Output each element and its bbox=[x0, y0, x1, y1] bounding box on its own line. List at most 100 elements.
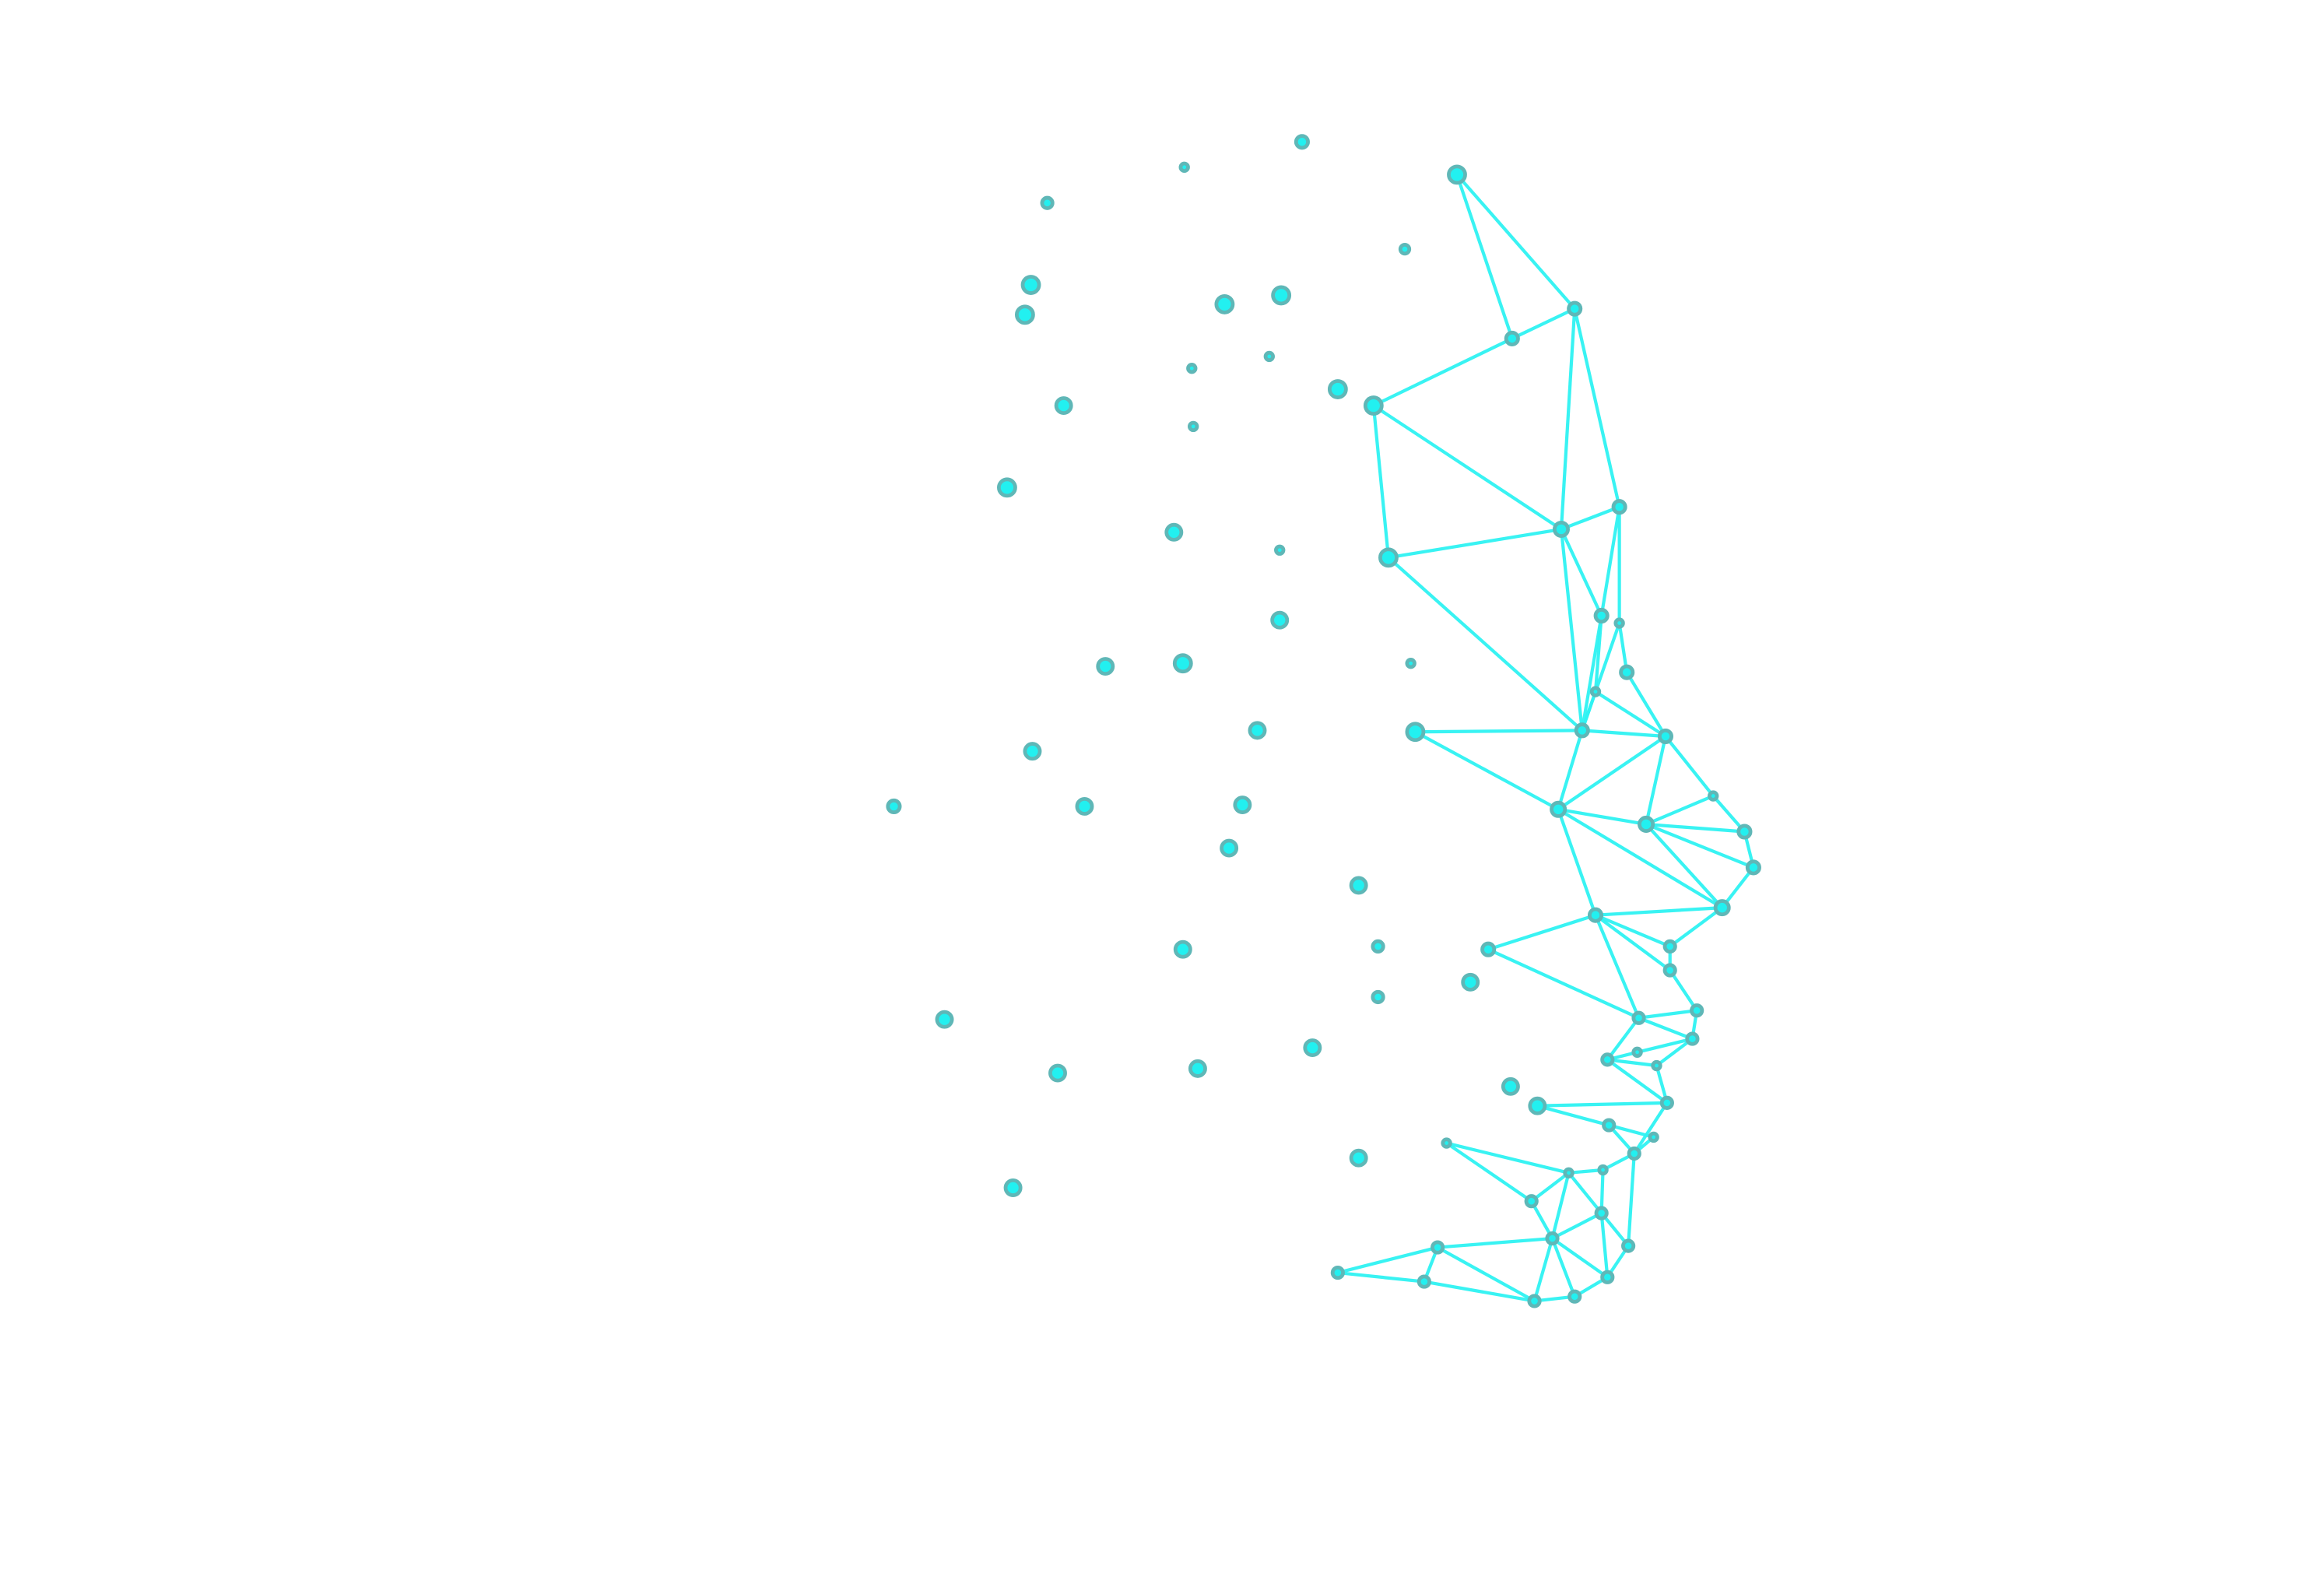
mesh-node bbox=[1638, 815, 1655, 833]
mesh-edge bbox=[1455, 174, 1514, 339]
mesh-edge bbox=[1599, 1213, 1610, 1278]
scatter-node bbox=[1327, 379, 1348, 399]
scatter-node bbox=[1172, 653, 1193, 674]
mesh-node bbox=[1690, 1003, 1704, 1018]
scatter-node bbox=[1014, 304, 1035, 325]
mesh-edge bbox=[1655, 1037, 1694, 1067]
mesh-node bbox=[1659, 1095, 1674, 1110]
scatter-node bbox=[1371, 939, 1385, 954]
mesh-node bbox=[1550, 800, 1567, 818]
mesh-edge bbox=[1424, 1280, 1535, 1303]
mesh-node bbox=[1527, 1294, 1542, 1308]
mesh-edge bbox=[1372, 337, 1513, 407]
scatter-node bbox=[1214, 293, 1235, 314]
mesh-node bbox=[1330, 1265, 1345, 1280]
mesh-edge bbox=[1414, 730, 1560, 811]
mesh-node bbox=[1662, 963, 1677, 978]
mesh-node bbox=[1631, 1046, 1643, 1058]
mesh-edge bbox=[1487, 913, 1596, 951]
mesh-node bbox=[1587, 907, 1604, 923]
mesh-edge bbox=[1560, 505, 1620, 531]
mesh-node bbox=[1736, 824, 1753, 840]
mesh-edge bbox=[1567, 1171, 1603, 1214]
scatter-node bbox=[1405, 658, 1417, 669]
mesh-edge bbox=[1557, 807, 1723, 909]
mesh-edge bbox=[1437, 1236, 1553, 1249]
mesh-node bbox=[1363, 395, 1384, 416]
scatter-node bbox=[1271, 285, 1292, 306]
mesh-edge bbox=[1606, 1058, 1669, 1105]
mesh-edge bbox=[1529, 1200, 1554, 1240]
mesh-edge bbox=[1446, 1141, 1570, 1175]
scatter-node bbox=[1188, 1059, 1207, 1078]
mesh-edge bbox=[1633, 1101, 1669, 1155]
scatter-node bbox=[1096, 657, 1115, 676]
mesh-edge bbox=[1437, 1245, 1536, 1303]
mesh-edge bbox=[1445, 1141, 1532, 1203]
mesh-edge bbox=[1645, 822, 1745, 834]
mesh-node bbox=[1593, 607, 1610, 624]
mesh-node bbox=[1745, 859, 1761, 876]
scatter-node bbox=[1054, 396, 1073, 416]
mesh-node bbox=[1651, 1059, 1662, 1072]
mesh-edge bbox=[1550, 1172, 1571, 1239]
mesh-node bbox=[1662, 939, 1677, 954]
mesh-edge bbox=[1607, 1058, 1657, 1068]
mesh-edge bbox=[1599, 506, 1621, 616]
mesh-edge bbox=[1606, 1017, 1641, 1061]
mesh-edge bbox=[1617, 623, 1629, 673]
mesh-edge bbox=[1536, 1104, 1610, 1127]
mesh-node bbox=[1524, 1194, 1539, 1209]
mesh-edge bbox=[1557, 735, 1667, 811]
mesh-node bbox=[1611, 499, 1627, 515]
mesh-node bbox=[1613, 617, 1625, 629]
mesh-node bbox=[1378, 547, 1399, 568]
mesh-edges bbox=[1337, 174, 1755, 1303]
mesh-edge bbox=[1627, 1153, 1636, 1246]
mesh-node bbox=[1417, 1274, 1431, 1289]
mesh-edge bbox=[1594, 914, 1641, 1019]
mesh-node bbox=[1600, 1052, 1615, 1067]
mesh-edge bbox=[1625, 671, 1667, 738]
scatter-node bbox=[1178, 161, 1190, 173]
mesh-edge bbox=[1594, 690, 1667, 738]
mesh-edge bbox=[1557, 809, 1597, 916]
scatter-node bbox=[1248, 721, 1267, 740]
mesh-edge bbox=[1637, 1037, 1693, 1054]
mesh-edge bbox=[1455, 174, 1576, 311]
scatter-node bbox=[1461, 972, 1480, 992]
mesh-edge bbox=[1645, 822, 1754, 869]
scatter-node bbox=[1349, 876, 1368, 895]
mesh-node bbox=[1589, 686, 1602, 697]
mesh-node bbox=[1600, 1270, 1615, 1284]
scatter-node bbox=[1003, 1178, 1023, 1197]
scatter-node bbox=[935, 1010, 954, 1029]
mesh-edge bbox=[1532, 1238, 1554, 1302]
mesh-edge bbox=[1638, 1016, 1694, 1041]
scatter-node bbox=[1303, 1038, 1322, 1058]
mesh-node bbox=[1441, 1137, 1452, 1149]
mesh-edge bbox=[1668, 969, 1698, 1012]
mesh-edge bbox=[1711, 795, 1746, 833]
mesh-node bbox=[1602, 1118, 1617, 1133]
scatter-node bbox=[1270, 610, 1290, 630]
mesh-edge bbox=[1582, 729, 1666, 739]
mesh-edge bbox=[1371, 405, 1391, 558]
mesh-edge bbox=[1372, 404, 1563, 531]
scatter-node bbox=[1188, 420, 1199, 433]
mesh-node bbox=[1431, 1240, 1445, 1255]
mesh-node bbox=[1528, 1096, 1547, 1115]
mesh-node bbox=[1685, 1031, 1700, 1046]
mesh-node bbox=[1504, 330, 1520, 346]
mesh-edge bbox=[1557, 729, 1584, 810]
mesh-node bbox=[1627, 1146, 1641, 1161]
mesh-node bbox=[1619, 664, 1635, 680]
mesh-node bbox=[1552, 520, 1570, 538]
mesh-node bbox=[1708, 790, 1719, 802]
mesh-edge bbox=[1511, 307, 1576, 340]
mesh-edge bbox=[1595, 906, 1722, 917]
scatter-node bbox=[1023, 742, 1042, 761]
mesh-edge bbox=[1573, 308, 1621, 508]
scatter-node bbox=[1349, 1148, 1368, 1168]
